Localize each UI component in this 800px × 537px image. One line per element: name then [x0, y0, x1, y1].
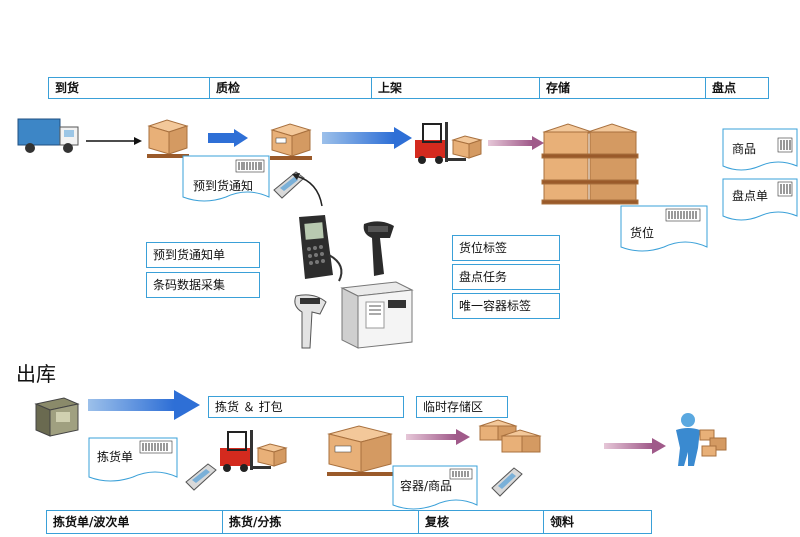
label-pick-and-pack: 拣货 ＆ 打包 [208, 396, 404, 418]
advance-notice-label: 预到货通知 [193, 179, 254, 193]
stage-putaway: 上架 [372, 78, 540, 98]
stage-review: 复核 [419, 511, 544, 533]
stage-requisition: 领料 [550, 515, 575, 529]
stage-storage: 存储 [540, 78, 706, 98]
handheld-scanner-pick-icon [185, 463, 217, 491]
pick-list-label: 拣货单 [97, 450, 134, 464]
inbound-stage-bar: 到货 质检 上架 存储 盘点 [48, 77, 769, 99]
stage-arrival: 到货 [49, 78, 210, 98]
outbound-stage-bar: 拣货单/波次单 拣货/分拣 复核 领料 [46, 510, 652, 534]
container-goods-doc-icon [392, 465, 478, 510]
barcode-gun-icon [363, 221, 394, 276]
pda-device-icon [299, 215, 343, 282]
stage-stocktake: 盘点 [712, 81, 737, 95]
arrow-purple-outbound-1 [406, 429, 470, 445]
packed-box-icon [327, 425, 393, 476]
curved-arrow [292, 173, 323, 207]
arrow-blue-2 [322, 127, 412, 149]
arrow-blue-1 [208, 129, 248, 147]
count-sheet-doc-icon [722, 178, 798, 221]
pick-list-doc-icon [88, 437, 178, 482]
arrow-blue-outbound [88, 390, 200, 420]
forklift-outbound-icon [220, 430, 288, 472]
arrow-truck-to-box [86, 137, 142, 145]
location-label: 货位 [630, 226, 655, 240]
truck-icon [17, 118, 79, 153]
label-printer-icon [340, 281, 414, 349]
count-sheet-label: 盘点单 [732, 189, 769, 203]
cargo-box-icon [147, 119, 189, 158]
location-doc-icon [620, 205, 708, 252]
label-advance-notice-sheet: 预到货通知单 [146, 242, 260, 268]
temp-storage-boxes-icon [478, 419, 542, 453]
inspection-box-icon [270, 123, 312, 160]
goods-label: 商品 [732, 142, 757, 156]
handheld-scanner-review-icon [491, 467, 523, 497]
stage-inspection: 质检 [210, 78, 372, 98]
stage-pick-wave: 拣货单/波次单 [47, 511, 223, 533]
stage-pick-sort: 拣货/分拣 [223, 511, 419, 533]
label-barcode-capture: 条码数据采集 [146, 272, 260, 298]
label-location-tag: 货位标签 [452, 235, 560, 261]
label-count-task: 盘点任务 [452, 264, 560, 290]
printer-machine-icon [34, 397, 80, 437]
container-goods-label: 容器/商品 [400, 479, 453, 493]
goods-doc-icon [722, 128, 798, 171]
label-unique-container-tag: 唯一容器标签 [452, 293, 560, 319]
person-receiver-icon [676, 413, 727, 466]
arrow-purple-1 [488, 136, 544, 150]
arrow-purple-outbound-2 [604, 438, 666, 454]
advance-notice-doc-icon [182, 155, 270, 202]
outbound-title: 出库 [16, 362, 56, 386]
handheld-barcode-scanner-icon [294, 294, 327, 349]
storage-pallets-icon [541, 123, 639, 205]
forklift-icon [415, 122, 483, 164]
label-temp-storage: 临时存储区 [416, 396, 508, 418]
